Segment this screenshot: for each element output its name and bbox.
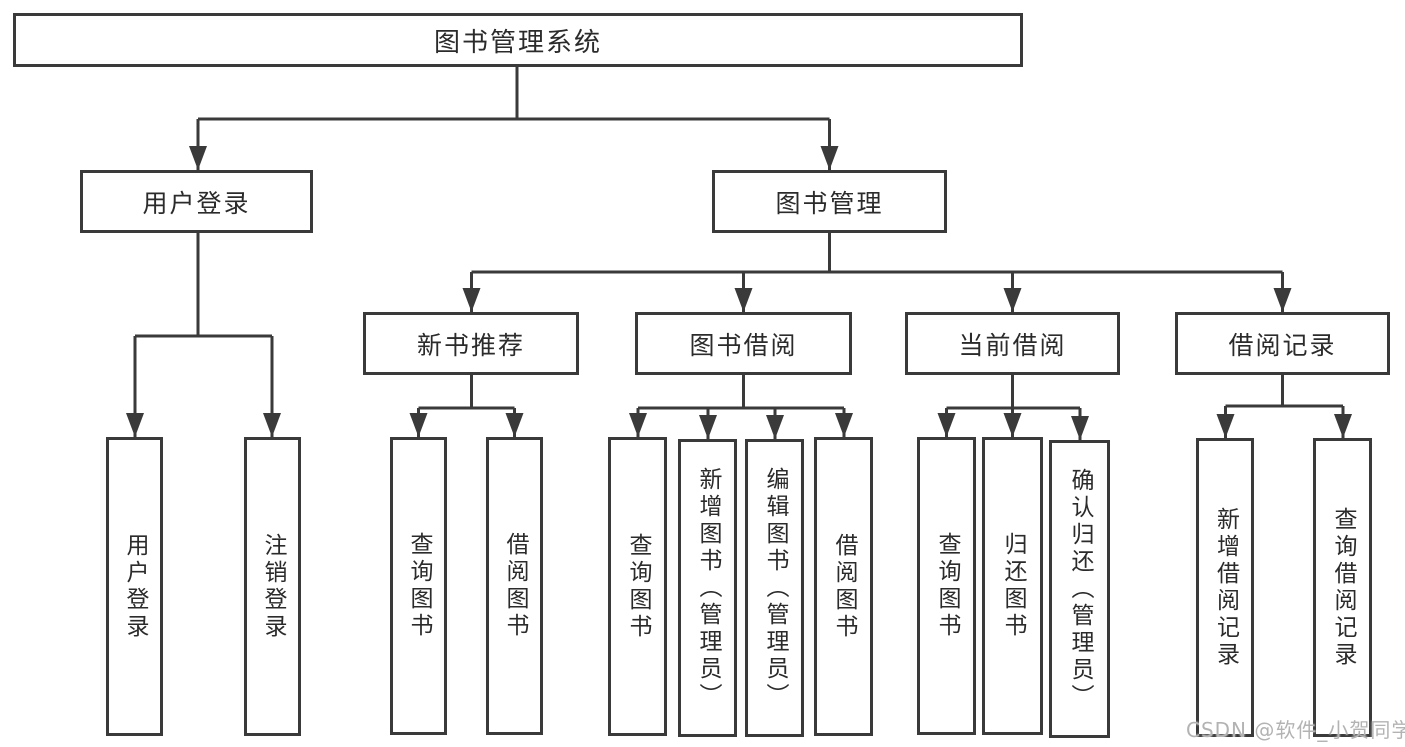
leaf-add-book-admin: 新增图书（管理员） (678, 439, 737, 737)
connector-new-book-rail (418, 375, 515, 410)
leaf-borrow-books-1: 借阅图书 (486, 437, 543, 735)
leaf-logout: 注销登录 (244, 437, 301, 736)
node-current-borrow: 当前借阅 (905, 312, 1120, 375)
leaf-edit-book-admin: 编辑图书（管理员） (745, 439, 804, 737)
connector-current-borrow-rail (946, 375, 1080, 410)
leaf-query-books-3: 查询图书 (917, 437, 976, 735)
node-new-book-rec: 新书推荐 (363, 312, 579, 375)
leaf-return-book: 归还图书 (982, 437, 1043, 735)
leaf-user-login: 用户登录 (106, 437, 163, 736)
node-root-system: 图书管理系统 (13, 13, 1023, 67)
connector-user-login-rail (135, 233, 272, 338)
leaf-borrow-books-2: 借阅图书 (814, 437, 873, 736)
connector-root-rail (198, 67, 830, 121)
node-book-borrow: 图书借阅 (635, 312, 852, 375)
leaf-query-borrow-record: 查询借阅记录 (1313, 438, 1372, 737)
node-user-login: 用户登录 (80, 170, 313, 233)
leaf-query-books-1: 查询图书 (390, 437, 447, 735)
connector-book-mgmt-rail (471, 233, 1283, 274)
leaf-confirm-return-admin: 确认归还（管理员） (1049, 440, 1110, 738)
leaf-query-books-2: 查询图书 (608, 437, 667, 736)
leaf-add-borrow-record: 新增借阅记录 (1196, 438, 1254, 737)
csdn-watermark: CSDN @软件_小贺同学 (1186, 718, 1405, 742)
connector-book-borrow-rail (638, 375, 844, 410)
connector-borrow-records-rail (1225, 375, 1343, 408)
node-book-mgmt: 图书管理 (712, 170, 947, 233)
node-borrow-records: 借阅记录 (1175, 312, 1390, 375)
